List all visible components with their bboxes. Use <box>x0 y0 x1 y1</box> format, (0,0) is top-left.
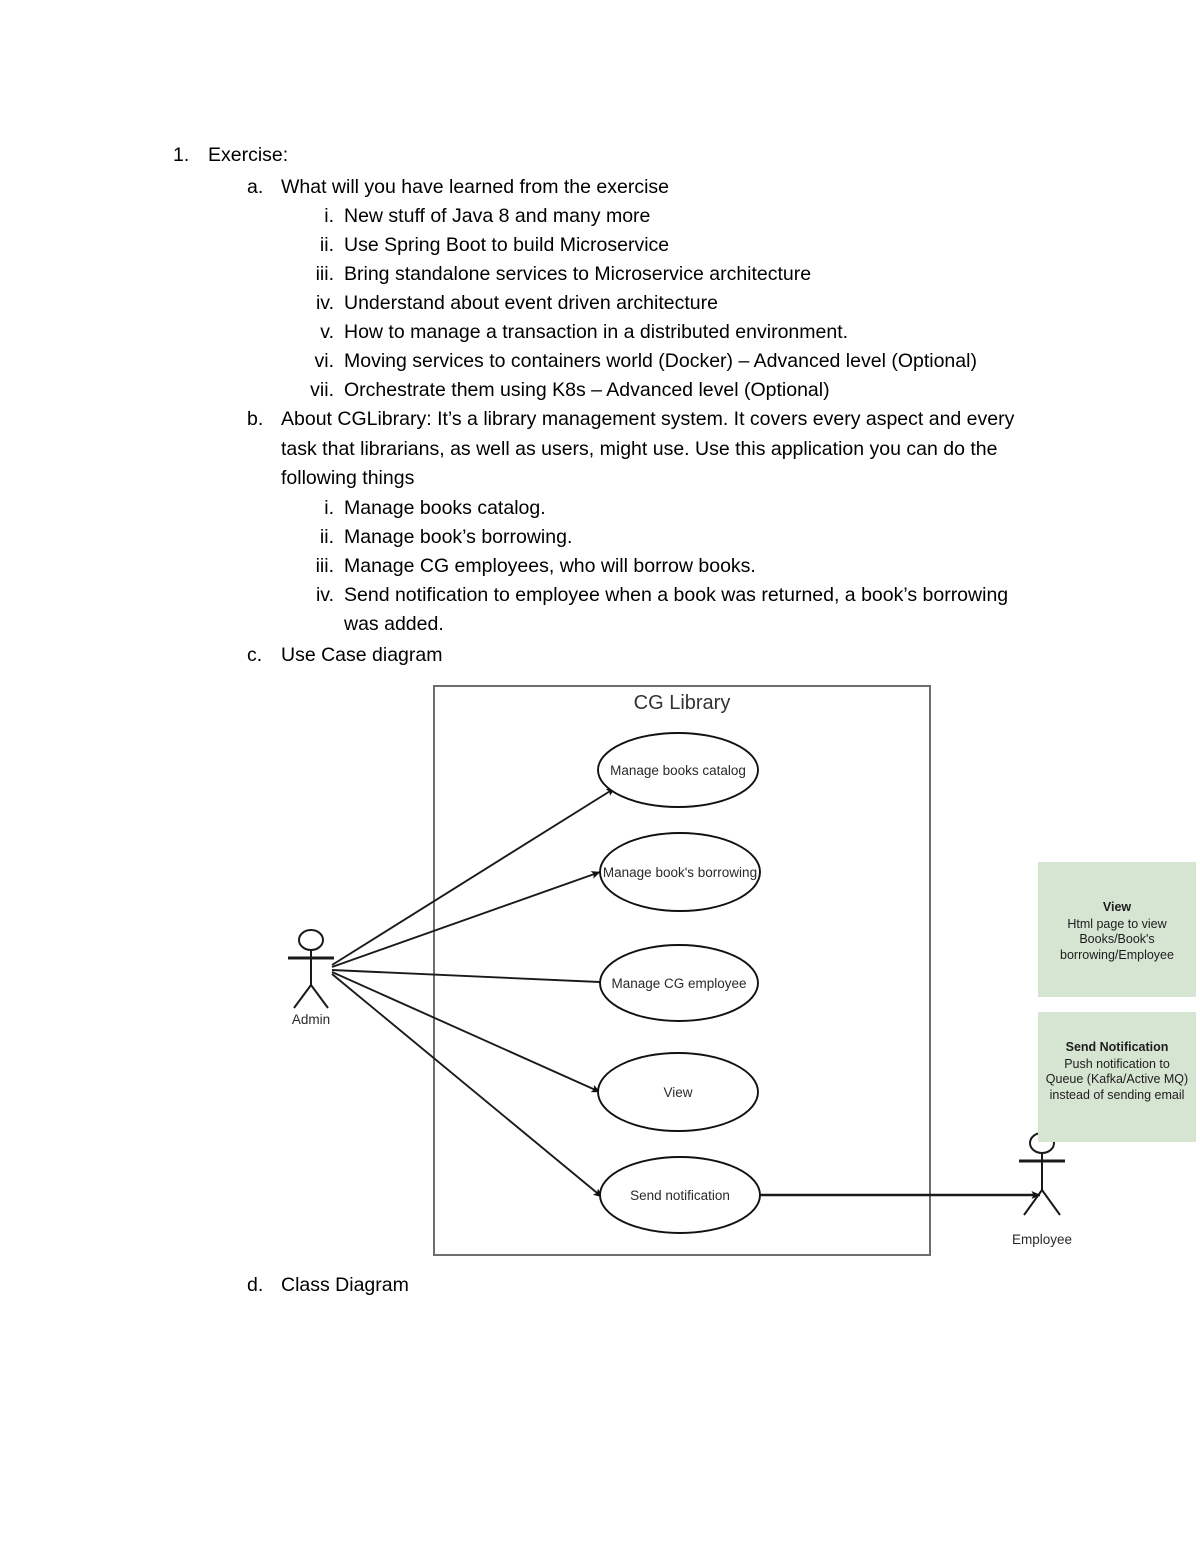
list-marker: b. <box>247 408 264 430</box>
list-item-event-driven: iv. Understand about event driven archit… <box>0 289 1200 318</box>
list-marker: iv. <box>315 292 334 314</box>
note-send-notification: Send Notification Push notification to Q… <box>1038 1012 1196 1142</box>
list-item-send-notification: iv. Send notification to employee when a… <box>0 581 1030 639</box>
list-item-standalone: iii. Bring standalone services to Micros… <box>0 260 1200 289</box>
actor-employee <box>1019 1132 1065 1216</box>
assoc-admin-manage-book-borrowing <box>331 871 601 968</box>
list-item-text: Moving services to containers world (Doc… <box>344 350 977 372</box>
list-marker: v. <box>320 321 334 343</box>
list-marker: a. <box>247 176 264 198</box>
list-item-text: How to manage a transaction in a distrib… <box>344 321 849 343</box>
actor-employee-label: Employee <box>1012 1232 1072 1247</box>
list-item-text: Use Case diagram <box>281 643 443 666</box>
list-marker: c. <box>247 643 263 666</box>
actor-employee-leg-left <box>1023 1189 1043 1216</box>
document-body: 1. Exercise: a. What will you have learn… <box>0 0 1200 670</box>
list-item-text: Bring standalone services to Microservic… <box>344 263 812 285</box>
use-case-manage-books-catalog <box>597 732 759 808</box>
list-item-text: Class Diagram <box>281 1274 409 1296</box>
list-marker: iv. <box>315 583 334 606</box>
actor-admin-label: Admin <box>292 1012 330 1027</box>
list-marker: ii. <box>319 234 334 256</box>
list-item-text: Use Spring Boot to build Microservice <box>344 234 670 256</box>
list-marker: iii. <box>315 554 334 577</box>
list-item-text: Send notification to employee when a boo… <box>344 583 1009 635</box>
list-item-text: Orchestrate them using K8s – Advanced le… <box>344 379 830 401</box>
list-item-text: Manage books catalog. <box>344 496 546 519</box>
assoc-admin-manage-books-catalog <box>331 787 616 966</box>
note-view-body: Html page to view Books/Book's borrowing… <box>1060 916 1174 962</box>
list-item-text: What will you have learned from the exer… <box>281 176 670 198</box>
actor-admin <box>288 929 334 1009</box>
list-marker: i. <box>324 205 334 227</box>
list-item-text: New stuff of Java 8 and many more <box>344 205 651 227</box>
note-view-title: View <box>1102 900 1132 914</box>
use-case-manage-book-borrowing <box>599 832 761 912</box>
list-item-text: Exercise: <box>208 144 289 166</box>
list-marker: ii. <box>319 525 334 548</box>
list-marker: vii. <box>310 379 334 401</box>
actor-admin-leg-left <box>293 984 312 1009</box>
list-item-spring-boot: ii. Use Spring Boot to build Microservic… <box>0 231 1200 260</box>
list-item-text: Manage book’s borrowing. <box>344 525 573 548</box>
use-case-label-send-notification: Send notification <box>630 1188 730 1203</box>
use-case-manage-cg-employee <box>599 944 759 1022</box>
system-title: CG Library <box>634 692 731 714</box>
list-item-text: Understand about event driven architectu… <box>344 292 718 314</box>
list-item-use-case-diagram: c. Use Case diagram <box>0 641 1200 670</box>
list-item-text: Manage CG employees, who will borrow boo… <box>344 554 756 577</box>
note-view: View Html page to view Books/Book's borr… <box>1038 862 1196 997</box>
use-case-label-manage-book-borrowing: Manage book's borrowing <box>603 865 757 880</box>
list-marker: i. <box>324 496 334 519</box>
list-item-learned: a. What will you have learned from the e… <box>0 173 1200 202</box>
list-marker: 1. <box>173 144 190 166</box>
actor-admin-head <box>298 929 324 951</box>
assoc-admin-manage-cg-employee <box>331 969 623 987</box>
list-marker: d. <box>247 1274 264 1296</box>
note-send-notification-body: Push notification to Queue (Kafka/Active… <box>1045 1056 1189 1102</box>
list-item-manage-employees: iii. Manage CG employees, who will borro… <box>0 552 1200 581</box>
list-item-k8s: vii. Orchestrate them using K8s – Advanc… <box>0 376 1200 405</box>
list-item-class-diagram: d. Class Diagram <box>0 1271 409 1300</box>
note-send-notification-title: Send Notification <box>1065 1040 1169 1054</box>
list-item-about-cglibrary: b. About CGLibrary: It’s a library manag… <box>0 405 1022 494</box>
list-item-transaction: v. How to manage a transaction in a dist… <box>0 318 1200 347</box>
use-case-send-notification <box>599 1156 761 1234</box>
list-marker: iii. <box>315 263 334 285</box>
actor-admin-leg-right <box>310 984 329 1009</box>
list-marker: vi. <box>314 350 335 372</box>
use-case-diagram: CG Library Manage books catalog Manage b… <box>0 660 1200 1270</box>
actor-employee-leg-right <box>1041 1189 1061 1216</box>
list-item-manage-borrowing: ii. Manage book’s borrowing. <box>0 523 1200 552</box>
use-case-view <box>597 1052 759 1132</box>
list-item-java8: i. New stuff of Java 8 and many more <box>0 202 1200 231</box>
list-item-text: About CGLibrary: It’s a library manageme… <box>281 408 1015 489</box>
use-case-label-view: View <box>663 1085 692 1100</box>
list-item-exercise: 1. Exercise: <box>0 141 1200 170</box>
list-item-manage-catalog: i. Manage books catalog. <box>0 494 1200 523</box>
assoc-admin-send-notification <box>331 973 603 1198</box>
use-case-label-manage-cg-employee: Manage CG employee <box>611 976 746 991</box>
use-case-label-manage-books-catalog: Manage books catalog <box>610 763 746 778</box>
list-item-containers: vi. Moving services to containers world … <box>0 347 1200 376</box>
assoc-admin-view <box>331 971 601 1093</box>
